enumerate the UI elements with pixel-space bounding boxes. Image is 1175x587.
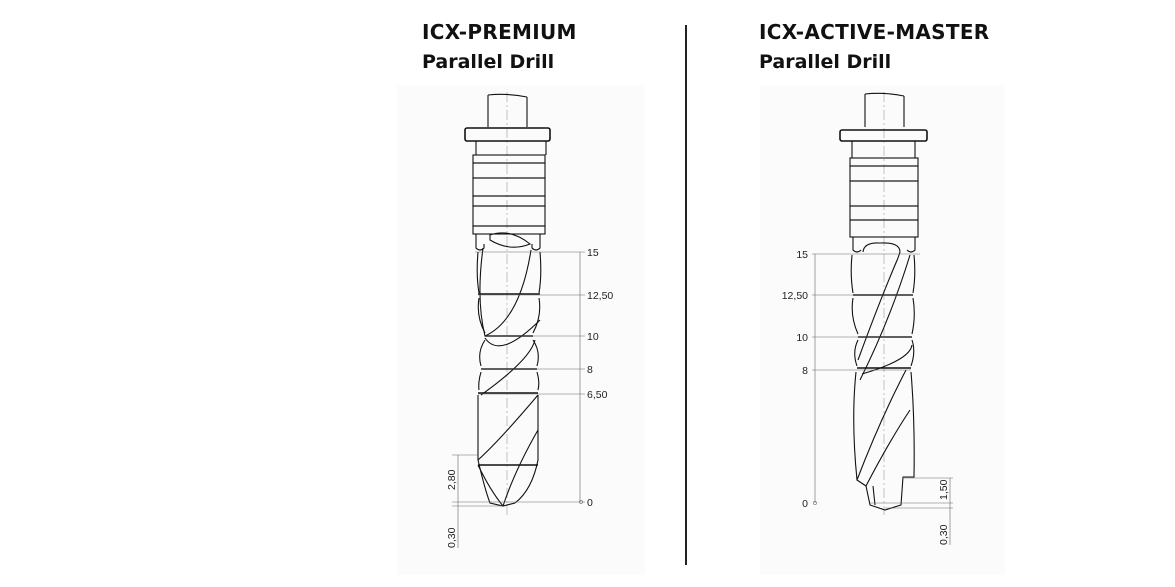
left-dim-10: 10 [587,331,599,343]
right-dim-15: 15 [796,249,808,261]
right-drill [812,92,953,545]
divider [685,25,687,565]
right-dim-12-50: 12,50 [782,290,808,302]
left-dim-12-50: 12,50 [587,290,613,302]
left-title: ICX-PREMIUM Parallel Drill [422,17,577,77]
left-drawing-panel [397,85,645,575]
right-dim-0: 0 [802,498,808,510]
right-dim-10: 10 [796,332,808,344]
right-tip-dim-1-50: 1,50 [938,479,950,500]
left-dim-8: 8 [587,364,593,376]
right-tip-dim-0-30: 0,30 [938,524,950,545]
left-drill [452,92,585,548]
left-dim-15: 15 [587,247,599,259]
left-dim-0: 0 [587,497,593,509]
left-product-subtitle: Parallel Drill [422,51,555,73]
left-product-name: ICX-PREMIUM [422,20,577,44]
left-dim-6-50: 6,50 [587,389,608,401]
right-product-name: ICX-ACTIVE-MASTER [759,20,990,44]
right-dim-8: 8 [802,365,808,377]
left-tip-dim-0-30: 0,30 [446,527,458,548]
left-tip-dim-2-80: 2,80 [446,469,458,490]
right-title: ICX-ACTIVE-MASTER Parallel Drill [759,17,989,77]
right-product-subtitle: Parallel Drill [759,51,892,73]
